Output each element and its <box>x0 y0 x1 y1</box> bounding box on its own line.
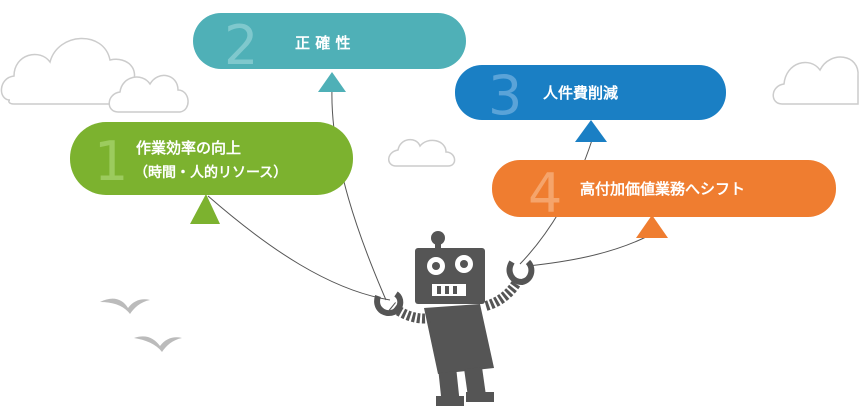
balloon-1: 1 作業効率の向上 （時間・人的リソース） <box>70 122 353 224</box>
balloon-4-title: 高付加価値業務へシフト <box>580 180 745 198</box>
balloon-1-body <box>70 122 353 195</box>
balloon-4: 4 高付加価値業務へシフト <box>492 160 836 238</box>
cloud-icon <box>108 74 189 113</box>
bird-icon <box>134 336 182 352</box>
balloon-3-body <box>455 65 726 120</box>
balloon-2-body <box>193 13 466 69</box>
balloon-1-subtitle: （時間・人的リソース） <box>134 164 287 181</box>
balloon-2-title: 正 確 性 <box>295 34 350 52</box>
balloon-1-number: 1 <box>94 130 128 193</box>
balloon-4-number: 4 <box>528 162 562 225</box>
balloon-3-number: 3 <box>488 64 522 127</box>
balloon-3-title: 人件費削減 <box>543 84 618 102</box>
balloon-3: 3 人件費削減 <box>455 64 726 142</box>
balloon-2: 2 正 確 性 <box>193 13 466 92</box>
balloon-4-body <box>492 160 836 217</box>
balloon-1-tail <box>190 194 220 224</box>
balloon-3-tail <box>575 120 607 142</box>
cloud-icon <box>388 138 456 167</box>
balloon-4-tail <box>636 215 668 238</box>
balloon-2-number: 2 <box>224 14 258 77</box>
balloon-1-title: 作業効率の向上 <box>136 139 241 157</box>
bird-icon <box>100 298 150 314</box>
balloon-2-tail <box>318 72 346 92</box>
robot-icon <box>374 231 535 406</box>
cloud-icon <box>772 56 859 105</box>
